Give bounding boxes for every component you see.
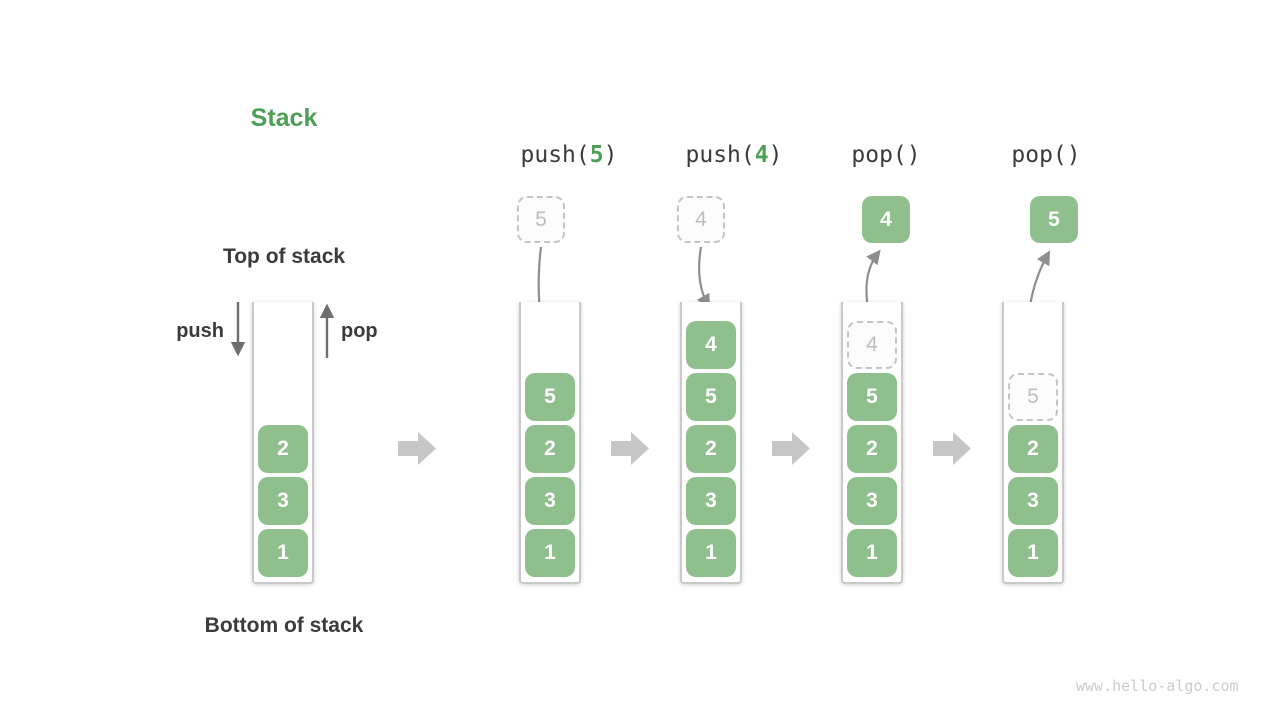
- popped-value-box: 5: [1030, 196, 1078, 243]
- stack-cell: 3: [258, 477, 308, 525]
- stack-cell: 3: [525, 477, 575, 525]
- stack-cell: 3: [847, 477, 897, 525]
- op-text: ): [768, 142, 783, 168]
- pop-label: pop: [341, 320, 378, 342]
- op-value: 5: [589, 142, 604, 168]
- stack-cell: 2: [847, 425, 897, 473]
- operation-label-push-4: push(4): [624, 142, 844, 168]
- stack-cell: 2: [686, 425, 736, 473]
- top-of-stack-label: Top of stack: [222, 245, 346, 268]
- next-step-arrow-icon-3: [772, 432, 810, 465]
- push-label: push: [176, 320, 224, 342]
- stack-cell: 2: [258, 425, 308, 473]
- op-text: ): [603, 142, 618, 168]
- stack-cell-ghost: 4: [847, 321, 897, 369]
- op-value: 4: [754, 142, 769, 168]
- stack-cell: 1: [525, 529, 575, 577]
- stack-cell: 2: [525, 425, 575, 473]
- stack-cell: 1: [1008, 529, 1058, 577]
- operation-label-pop-2: pop(): [936, 142, 1156, 168]
- watermark: www.hello-algo.com: [1076, 677, 1239, 695]
- operation-label-push-5: push(5): [459, 142, 679, 168]
- next-step-arrow-icon-4: [933, 432, 971, 465]
- stack-cell: 3: [1008, 477, 1058, 525]
- op-text: ): [1066, 142, 1081, 168]
- diagram-title: Stack: [250, 104, 318, 132]
- stack-cell: 5: [686, 373, 736, 421]
- stack-cell: 2: [1008, 425, 1058, 473]
- next-step-arrow-icon-1: [398, 432, 436, 465]
- op-text: push(: [685, 142, 755, 168]
- operation-label-pop-1: pop(): [776, 142, 996, 168]
- stack-cell: 5: [525, 373, 575, 421]
- op-text: pop(: [851, 142, 907, 168]
- pushed-value-box: 5: [517, 196, 565, 243]
- stack-cell: 1: [847, 529, 897, 577]
- bottom-of-stack-label: Bottom of stack: [204, 614, 364, 637]
- pushed-value-box: 4: [677, 196, 725, 243]
- op-text: pop(: [1011, 142, 1067, 168]
- next-step-arrow-icon-2: [611, 432, 649, 465]
- stack-cell: 1: [258, 529, 308, 577]
- popped-value-box: 4: [862, 196, 910, 243]
- op-text: push(: [520, 142, 590, 168]
- stack-cell: 3: [686, 477, 736, 525]
- stack-cell: 5: [847, 373, 897, 421]
- push-into-stack-arrow-2: [696, 246, 711, 309]
- stack-cell-ghost: 5: [1008, 373, 1058, 421]
- op-text: ): [906, 142, 921, 168]
- stack-cell: 1: [686, 529, 736, 577]
- stack-cell: 4: [686, 321, 736, 369]
